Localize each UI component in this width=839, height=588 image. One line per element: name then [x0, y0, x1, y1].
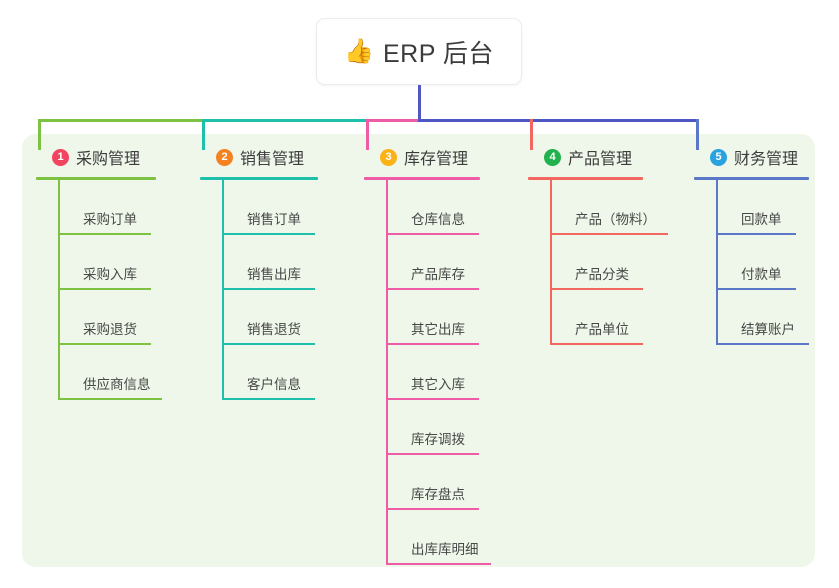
leaf-item[interactable]: 产品分类: [550, 235, 643, 290]
branch-badge-1: 1: [52, 148, 69, 166]
branch-badge-5: 5: [710, 148, 727, 166]
leaf-item-label: 采购退货: [83, 322, 137, 337]
leaf-item-label: 产品分类: [575, 267, 629, 282]
leaf-item-label: 仓库信息: [411, 212, 465, 227]
leaf-item[interactable]: 结算账户: [716, 290, 809, 345]
branch-title-1: 采购管理: [76, 151, 141, 168]
bus-segment: [202, 119, 369, 122]
branch-column-3: 3 库存管理仓库信息产品库存其它出库其它入库库存调拨库存盘点出库库明细: [364, 146, 491, 565]
diagram-board: [22, 134, 815, 567]
leaf-item[interactable]: 供应商信息: [58, 345, 162, 400]
branch-header-1[interactable]: 1 采购管理: [36, 146, 161, 168]
branch-badge-3: 3: [380, 148, 397, 166]
leaf-item-label: 销售退货: [247, 322, 301, 337]
leaf-item[interactable]: 库存调拨: [386, 400, 479, 455]
branch-underline-1: [36, 177, 156, 180]
leaf-item[interactable]: 产品单位: [550, 290, 643, 345]
branch-header-2[interactable]: 2 销售管理: [200, 146, 322, 168]
leaf-item[interactable]: 采购订单: [58, 180, 151, 235]
branch-drop-line: [696, 119, 699, 150]
leaf-item[interactable]: 出库库明细: [386, 510, 491, 565]
leaf-list-3: 仓库信息产品库存其它出库其它入库库存调拨库存盘点出库库明细: [386, 180, 491, 565]
leaf-list-1: 采购订单采购入库采购退货供应商信息: [58, 180, 162, 400]
leaf-list-4: 产品（物料） 产品分类产品单位: [550, 180, 668, 345]
root-node[interactable]: 👍 ERP 后台: [316, 18, 522, 85]
leaf-item[interactable]: 销售订单: [222, 180, 315, 235]
leaf-item[interactable]: 库存盘点: [386, 455, 479, 510]
leaf-item[interactable]: 产品（物料）: [550, 180, 668, 235]
leaf-item-label: 供应商信息: [83, 377, 151, 392]
leaf-item[interactable]: 销售出库: [222, 235, 315, 290]
leaf-item-label: 结算账户: [741, 322, 795, 337]
leaf-item-label: 付款单: [741, 267, 782, 282]
branch-drop-line: [38, 119, 41, 150]
branch-drop-line: [530, 119, 533, 150]
leaf-item-label: 库存盘点: [411, 487, 465, 502]
branch-underline-2: [200, 177, 318, 180]
leaf-item-label: 销售订单: [247, 212, 301, 227]
bus-segment: [418, 119, 533, 122]
branch-column-1: 1 采购管理采购订单采购入库采购退货供应商信息: [36, 146, 162, 400]
leaf-item-label: 产品（物料）: [575, 212, 656, 227]
branch-header-5[interactable]: 5 财务管理: [694, 146, 813, 168]
leaf-item-label: 其它出库: [411, 322, 465, 337]
leaf-item-label: 客户信息: [247, 377, 301, 392]
branch-column-5: 5 财务管理回款单付款单结算账户: [694, 146, 813, 345]
root-node-content: 👍 ERP 后台: [344, 34, 494, 70]
leaf-item-label: 出库库明细: [411, 542, 479, 557]
branch-drop-line: [366, 119, 369, 150]
bus-segment: [530, 119, 699, 122]
thumbs-up-icon: 👍: [344, 37, 374, 65]
leaf-item[interactable]: 采购入库: [58, 235, 151, 290]
branch-badge-2: 2: [216, 148, 233, 166]
leaf-item-label: 产品单位: [575, 322, 629, 337]
leaf-item[interactable]: 其它出库: [386, 290, 479, 345]
leaf-list-5: 回款单付款单结算账户: [716, 180, 813, 345]
bus-segment: [366, 119, 418, 122]
branch-badge-4: 4: [544, 148, 561, 166]
leaf-item[interactable]: 回款单: [716, 180, 796, 235]
leaf-item[interactable]: 仓库信息: [386, 180, 479, 235]
branch-underline-5: [694, 177, 809, 180]
leaf-item[interactable]: 客户信息: [222, 345, 315, 400]
branch-title-2: 销售管理: [240, 151, 305, 168]
leaf-item-label: 采购订单: [83, 212, 137, 227]
branch-underline-3: [364, 177, 480, 180]
branch-title-3: 库存管理: [404, 151, 469, 168]
branch-drop-line: [202, 119, 205, 150]
bus-segment: [38, 119, 205, 122]
branch-underline-4: [528, 177, 643, 180]
leaf-item[interactable]: 销售退货: [222, 290, 315, 345]
root-stem: [418, 85, 421, 122]
leaf-item-label: 其它入库: [411, 377, 465, 392]
branch-header-3[interactable]: 3 库存管理: [364, 146, 484, 168]
branch-column-2: 2 销售管理销售订单销售出库销售退货客户信息: [200, 146, 322, 400]
branch-column-4: 4 产品管理产品（物料） 产品分类产品单位: [528, 146, 668, 345]
leaf-item[interactable]: 产品库存: [386, 235, 479, 290]
leaf-item[interactable]: 采购退货: [58, 290, 151, 345]
root-node-title: ERP 后台: [382, 39, 494, 68]
branch-title-5: 财务管理: [734, 151, 799, 168]
leaf-item[interactable]: 其它入库: [386, 345, 479, 400]
leaf-list-2: 销售订单销售出库销售退货客户信息: [222, 180, 322, 400]
leaf-item-label: 产品库存: [411, 267, 465, 282]
leaf-item-label: 销售出库: [247, 267, 301, 282]
branch-header-4[interactable]: 4 产品管理: [528, 146, 647, 168]
leaf-item-label: 采购入库: [83, 267, 137, 282]
leaf-item-label: 库存调拨: [411, 432, 465, 447]
leaf-item[interactable]: 付款单: [716, 235, 796, 290]
leaf-item-label: 回款单: [741, 212, 782, 227]
branch-title-4: 产品管理: [568, 151, 633, 168]
